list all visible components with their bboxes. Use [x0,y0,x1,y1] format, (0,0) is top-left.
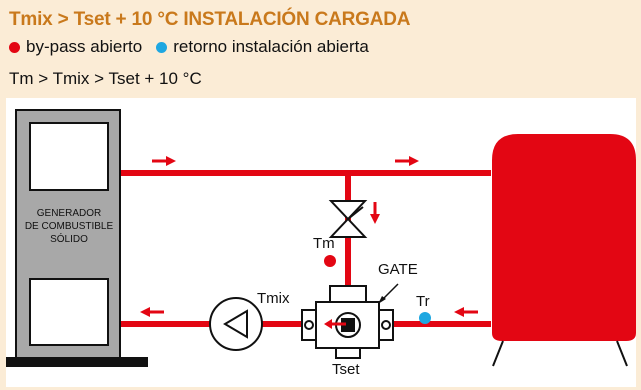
schematic-svg: GENERADOR DE COMBUSTIBLE SÓLIDO [6,109,636,378]
tank-legs [492,340,628,367]
gate-pointer [381,283,399,301]
return-arrow-left-icon [140,307,164,317]
schematic-panel: GENERADOR DE COMBUSTIBLE SÓLIDO [6,98,636,387]
storage-tank [492,134,636,367]
gate-pointer-head-icon [378,296,386,304]
return-pipe-right [379,321,491,327]
bypass-valve-icon [328,200,368,238]
valve-flow-arrow-icon [324,319,346,329]
pipes [120,170,491,327]
tset-label: Tset [332,361,360,378]
diagram-title: Tmix > Tset + 10 °C INSTALACIÓN CARGADA [9,9,411,30]
mixing-valve-icon [301,285,394,359]
tr-label: Tr [416,293,430,310]
generator-label-line3: SÓLIDO [50,232,88,245]
legend-return-label: retorno instalación abierta [173,37,369,56]
bypass-arrow-down-icon [370,202,380,224]
generator-base [6,357,148,367]
return-arrow-right-icon [454,307,478,317]
flow-arrows [140,156,478,317]
bypass-dot-icon [9,41,20,53]
pump-icon [209,297,263,351]
generator-label-line1: GENERADOR [37,208,101,219]
legend-bypass-label: by-pass abierto [26,37,143,56]
legend: by-pass abierto retorno instalación abie… [9,37,369,57]
tm-sensor-dot [324,255,336,267]
supply-arrow-right-icon [395,156,419,166]
generator-lower-door [29,278,109,346]
generator-label-line2: DE COMBUSTIBLE [25,221,114,232]
temperature-formula: Tm > Tmix > Tset + 10 °C [9,69,202,88]
return-dot-icon [156,41,168,53]
supply-arrow-left-icon [152,156,176,166]
tank-body [492,134,636,341]
tm-label: Tm [313,235,335,252]
supply-pipe [120,170,491,176]
tmix-label: Tmix [257,290,290,307]
gate-label: GATE [378,261,418,278]
generator-upper-door [29,122,109,191]
generator: GENERADOR DE COMBUSTIBLE SÓLIDO [6,109,148,367]
tr-sensor-dot [419,312,431,324]
